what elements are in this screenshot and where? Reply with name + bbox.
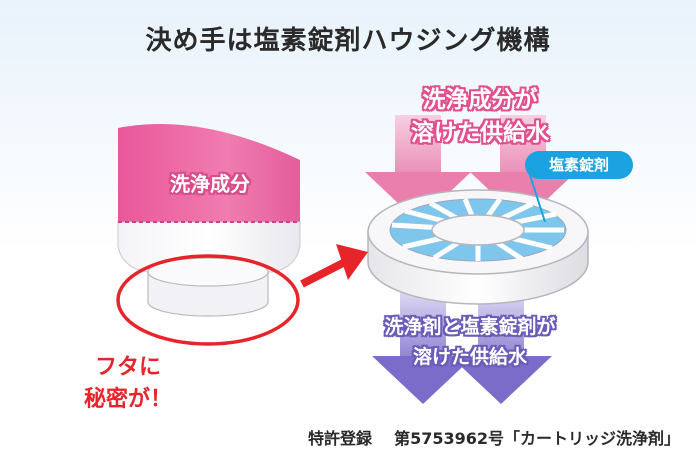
inflow-label-line1: 洗浄成分が bbox=[422, 87, 538, 113]
inflow-label-line2: 溶けた供給水 bbox=[411, 120, 549, 146]
patent-number: 第5753962号「カートリッジ洗浄剤」 bbox=[394, 429, 680, 448]
lid-callout: フタに 秘密が！ bbox=[68, 352, 188, 416]
lid-callout-line1: フタに bbox=[94, 355, 161, 380]
outflow-label-line1: 洗浄剤と塩素錠剤が bbox=[384, 316, 556, 338]
patent-notice: 特許登録 第5753962号「カートリッジ洗浄剤」 bbox=[240, 425, 680, 449]
patent-prefix: 特許登録 bbox=[308, 429, 373, 448]
page-title: 決め手は塩素錠剤ハウジング機構 bbox=[145, 26, 551, 56]
outflow-label: 洗浄剤と塩素錠剤が 溶けた供給水 bbox=[355, 312, 585, 372]
tablet-housing bbox=[367, 174, 589, 305]
cartridge-label: 洗浄成分 bbox=[170, 172, 250, 196]
lid-highlight-circle bbox=[116, 254, 300, 346]
outflow-label-line2: 溶けた供給水 bbox=[412, 346, 527, 368]
inflow-label: 洗浄成分が 溶けた供給水 bbox=[385, 84, 575, 150]
lid-callout-line2: 秘密が！ bbox=[83, 387, 172, 412]
cartridge-bottle bbox=[117, 124, 301, 317]
red-arrow bbox=[300, 244, 368, 288]
tablet-badge: 塩素錠剤 bbox=[525, 151, 633, 179]
